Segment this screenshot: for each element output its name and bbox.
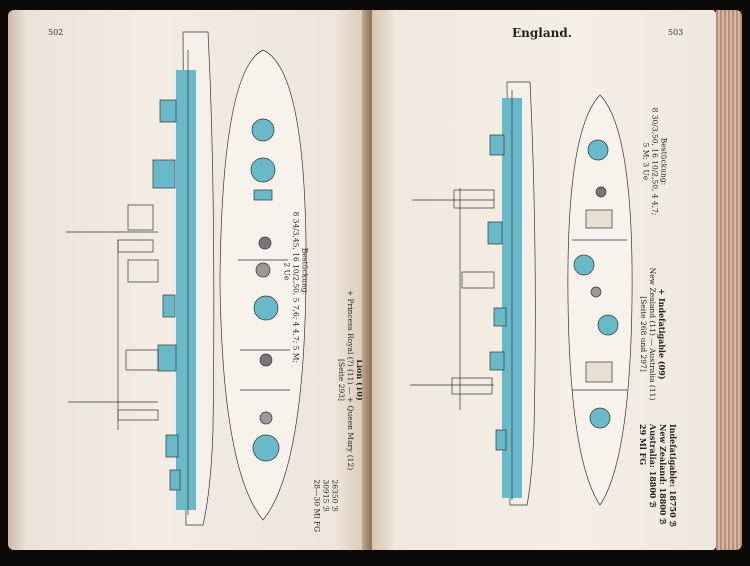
right-armament-block: Bestückung: 8 30/3,50, 16 10/2,50, 4 4,7…: [642, 107, 669, 217]
indefatigable-plan-view: [567, 94, 633, 506]
right-page-number: 503: [668, 28, 684, 37]
right-ship-ref: [Seite 268 und 297]: [639, 296, 648, 372]
left-armament-line-1: 8 34/3,45, 16 10/2,50, 5 7,6; 4 4,7; 5 M…: [291, 211, 301, 364]
page-edges: [716, 10, 742, 550]
right-stats-block: Indefatigable: 18750 ℬ New Zealand: 1880…: [638, 424, 678, 544]
right-ship-title: + Indefatigable (09): [657, 288, 667, 380]
right-caption-block: + Indefatigable (09) New Zealand (11) — …: [639, 254, 667, 414]
left-ship-sisters: + Princess Royal (?) (11) — + Queen Mary…: [346, 289, 355, 471]
left-stat-2: 30915 ℬ: [321, 479, 331, 512]
lion-plan-view: [219, 49, 307, 521]
indefatigable-class-drawings: [410, 81, 633, 506]
left-caption-block: Lion (10) + Princess Royal (?) (11) — + …: [337, 270, 365, 490]
indefatigable-side-elevation: [410, 81, 536, 506]
left-stats-block: 26350 ℬ 30915 ℬ 28—30 Ml FG: [313, 480, 340, 550]
right-armament-line-2: 5 M; 3 Ue: [641, 142, 651, 181]
left-armament-heading: Bestückung:: [300, 247, 310, 296]
left-armament-block: Bestückung: 8 34/3,45, 16 10/2,50, 5 7,6…: [282, 211, 310, 364]
left-stat-1: 26350 ℬ: [330, 479, 340, 512]
right-stat-2: New Zealand: 18800 ℬ: [658, 424, 668, 525]
right-ship-sisters: New Zealand (11) — Australia (11): [648, 267, 657, 401]
left-stat-3: 28—30 Ml FG: [312, 479, 322, 533]
right-armament-heading: Bestückung:: [659, 137, 669, 186]
left-armament-line-2: 2 Ue: [282, 262, 292, 281]
right-page: England. 503: [372, 10, 716, 550]
right-stat-1: Indefatigable: 18750 ℬ: [668, 424, 678, 527]
left-page-number: 502: [48, 28, 64, 37]
left-page: 502: [8, 10, 370, 550]
lion-side-elevation: [66, 31, 215, 526]
lion-class-drawings: [66, 31, 307, 526]
left-ship-ref: [Seite 293]: [337, 359, 346, 401]
right-stat-3: Australia: 18800 ℬ: [648, 424, 658, 508]
right-armament-line-1: 8 30/3,50, 16 10/2,50, 4 4,7;: [650, 107, 660, 216]
right-stat-4: 29 Ml FG: [638, 424, 648, 466]
right-page-heading: England.: [512, 26, 572, 40]
